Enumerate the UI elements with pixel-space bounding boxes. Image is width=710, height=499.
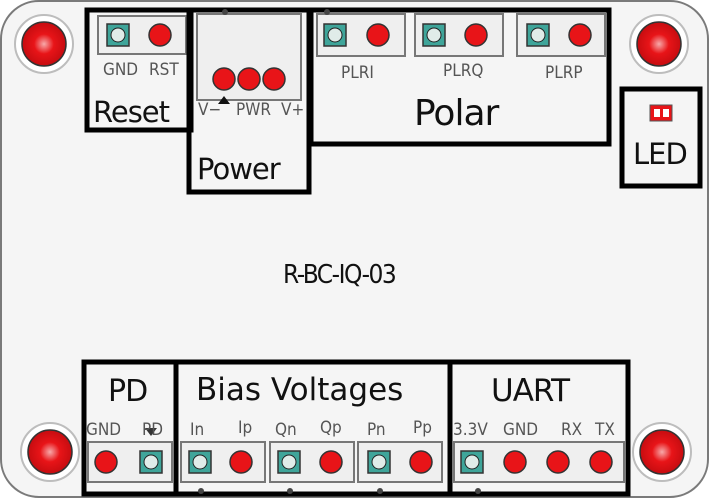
pin-label-tx: TX	[595, 420, 615, 440]
mounting-hole-bottom-left	[20, 422, 80, 482]
uart-group-box	[447, 359, 631, 497]
power-pin-vplus-pad	[262, 67, 286, 91]
pin-label-gnd: GND	[503, 420, 539, 440]
mounting-hole-top-left	[14, 14, 74, 74]
led-group-box	[619, 86, 703, 189]
pin-label-pp: Pp	[413, 418, 432, 438]
pin-label-gnd: GND	[103, 60, 139, 80]
polar-group-box	[308, 7, 612, 147]
pin-label-ip: Ip	[238, 418, 253, 438]
pin1-marker-icon	[218, 96, 230, 104]
pin-label-rx: RX	[561, 420, 583, 440]
pin1-marker-icon	[145, 428, 157, 436]
mounting-hole-top-right	[629, 14, 689, 74]
reset-title: Reset	[93, 95, 170, 129]
pin-label-qn: Qn	[275, 420, 297, 440]
mounting-hole-bottom-right	[632, 422, 692, 482]
pin-label-pd: PD	[142, 420, 164, 440]
pin-label-pwr: PWR	[236, 100, 271, 120]
power-pin-pwr-pad	[237, 67, 261, 91]
pin-label-plri: PLRI	[341, 63, 374, 83]
power-title: Power	[197, 152, 281, 186]
pin-label-plrq: PLRQ	[443, 61, 484, 81]
pin-label-3v3: 3.3V	[453, 420, 488, 440]
pin-label-rst: RST	[149, 60, 179, 80]
pd-title: PD	[108, 374, 148, 409]
board-name: R-BC-IQ-03	[283, 260, 397, 290]
pin-label-in: In	[190, 420, 205, 440]
uart-title: UART	[491, 373, 570, 409]
pin-label-vplus: V+	[281, 100, 305, 120]
pin-label-pn: Pn	[367, 420, 386, 440]
pin-label-plrp: PLRP	[545, 63, 583, 83]
polar-title: Polar	[414, 93, 499, 134]
pin-label-qp: Qp	[320, 418, 342, 438]
bias-voltages-title: Bias Voltages	[196, 372, 404, 408]
led-title: LED	[633, 137, 688, 171]
power-pin-vminus-pad	[212, 67, 236, 91]
pin-label-gnd: GND	[86, 420, 122, 440]
reset-pin-rst-pad	[148, 23, 172, 47]
pin-label-vminus: V−	[198, 100, 222, 120]
